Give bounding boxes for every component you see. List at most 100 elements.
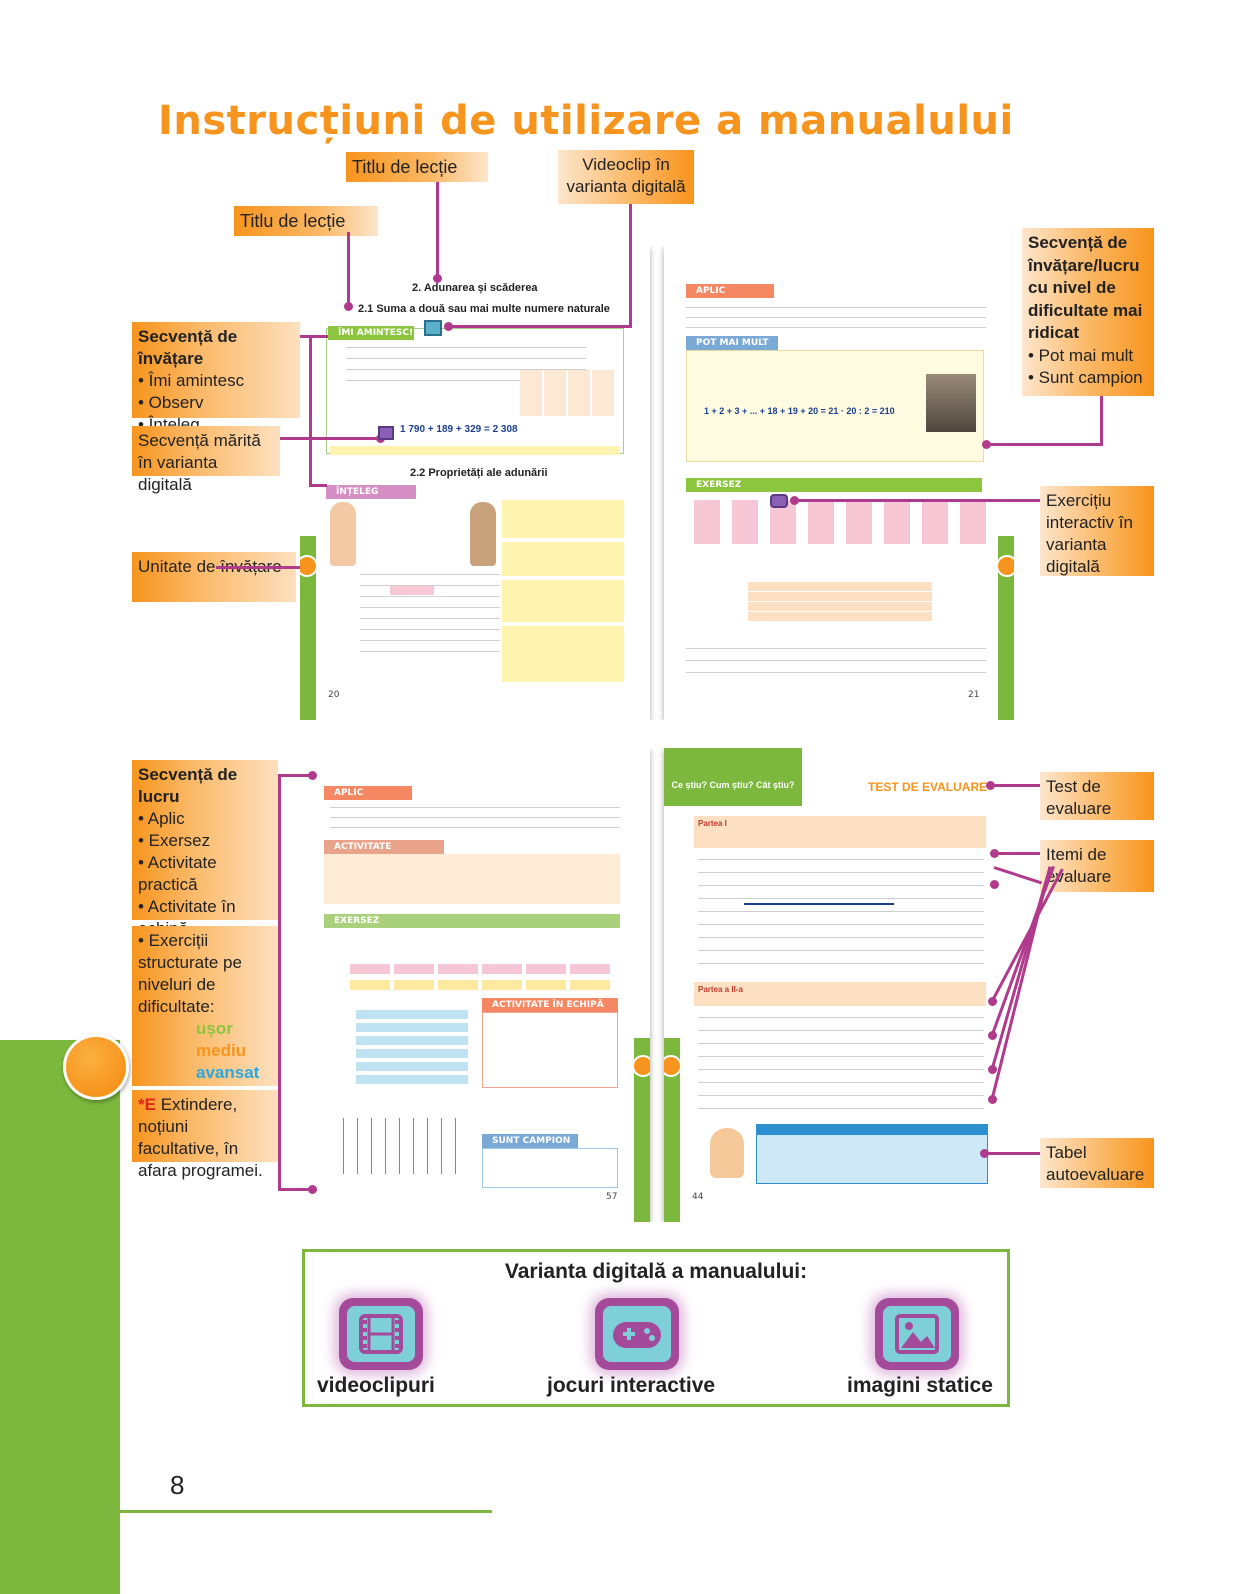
property-box-2 xyxy=(502,542,624,576)
spread2-right-page: Ce știu? Cum știu? Cât știu? TEST DE EVA… xyxy=(664,748,1014,1222)
page-number-20: 20 xyxy=(328,690,340,700)
page-number-57: 57 xyxy=(606,1192,618,1202)
video-icon-marker xyxy=(424,320,442,336)
number-line xyxy=(744,903,894,905)
connector-dot xyxy=(790,496,799,505)
addition-table xyxy=(520,370,614,416)
page-number: 8 xyxy=(170,1470,185,1500)
level-mediu: mediu xyxy=(196,1041,247,1060)
section-bar-inteleg: ÎNȚELEG xyxy=(326,485,416,499)
connector-secventa-v xyxy=(309,336,312,486)
page-number-44: 44 xyxy=(692,1192,704,1202)
connector-dot xyxy=(986,781,995,790)
echipa-box xyxy=(482,1012,618,1088)
callout-titlu-lectie-2: Titlu de lecție xyxy=(234,206,378,236)
property-box-3 xyxy=(502,580,624,622)
connector-secventa-h2 xyxy=(309,484,327,487)
connector-dot xyxy=(344,302,353,311)
spine-bar xyxy=(300,536,316,720)
gauss-portrait xyxy=(926,374,976,432)
section-bar-pot-mai-mult: POT MAI MULT xyxy=(686,336,778,350)
spine-bar xyxy=(998,536,1014,720)
connector-lucru-h2 xyxy=(278,1188,312,1191)
callout-extindere: *E Extindere, noțiuni facultative, în af… xyxy=(132,1090,278,1180)
connector-interactiv xyxy=(794,499,1040,502)
spine-bar xyxy=(664,1038,680,1222)
test-title: TEST DE EVALUARE xyxy=(868,780,988,794)
callout-secventa-lucru: Secvență de lucru • Aplic • Exersez • Ac… xyxy=(132,760,278,938)
connector-dot xyxy=(433,274,442,283)
property-box-4 xyxy=(502,626,624,682)
exersez-table xyxy=(748,582,932,622)
bullet-observ: • Observ xyxy=(138,393,204,412)
orange-circle-decoration xyxy=(63,1034,129,1100)
digital-variant-panel: Varianta digitală a manualului: videocli… xyxy=(302,1249,1010,1407)
connector-dot xyxy=(988,1065,997,1074)
section-bar-exersez: EXERSEZ xyxy=(324,914,620,928)
unit-tab-marker xyxy=(300,555,318,577)
connector-dot xyxy=(308,1185,317,1194)
unit-tab-marker xyxy=(632,1055,650,1077)
section-bar-aplic: APLIC xyxy=(324,786,412,800)
bullet-aplic: • Aplic xyxy=(138,809,185,828)
green-sidebar-bar xyxy=(0,1040,120,1594)
aplic-exercises xyxy=(686,302,986,330)
gamepad-icon[interactable] xyxy=(595,1298,679,1370)
self-assessment-table xyxy=(756,1124,988,1184)
bullet-pot-mai-mult: • Pot mai mult xyxy=(1028,345,1134,365)
section-bar-sunt-campion: SUNT CAMPION xyxy=(482,1134,578,1148)
connector-dot xyxy=(308,771,317,780)
sum-line: 1 790 + 189 + 329 = 2 308 xyxy=(400,424,518,435)
level-usor: ușor xyxy=(196,1019,233,1038)
connector-secventa-h1 xyxy=(300,335,328,338)
connector-nivel-v xyxy=(1100,396,1103,446)
exersez-list xyxy=(686,642,986,682)
connector-dot xyxy=(990,849,999,858)
level-avansat: avansat xyxy=(196,1063,260,1082)
book-spread-bottom: APLIC ACTIVITATE PRACTICĂ EXERSEZ ACTIVI… xyxy=(300,748,1014,1222)
connector-unitate xyxy=(216,566,300,569)
callout-tabel-autoevaluare: Tabel autoevaluare xyxy=(1040,1138,1154,1188)
connector-itemi-1 xyxy=(994,852,1040,855)
highlight-pink xyxy=(390,586,434,595)
callout-titlu-lectie-1: Titlu de lecție xyxy=(346,152,488,182)
callout-secventa-nivel: Secvență de învățare/lucru cu nivel de d… xyxy=(1022,228,1154,396)
evaluation-tab xyxy=(664,748,802,806)
bullet-imi-amintesc: • Îmi amintesc xyxy=(138,371,245,390)
lesson-heading: 2.1 Suma a două sau mai multe numere nat… xyxy=(358,303,610,315)
child-illustration xyxy=(710,1128,744,1178)
section-bar-aplic: APLIC xyxy=(686,284,774,298)
label-imagini-statice: imagini statice xyxy=(847,1374,993,1397)
callout-test-evaluare: Test de evaluare xyxy=(1040,772,1154,820)
spread2-left-page: APLIC ACTIVITATE PRACTICĂ EXERSEZ ACTIVI… xyxy=(300,748,650,1222)
decimal-row xyxy=(350,980,610,990)
page-number-21: 21 xyxy=(968,690,980,700)
bullet-sunt-campion: • Sunt campion xyxy=(1028,368,1143,387)
callout-secventa-marita: Secvență mărită în varianta digitală xyxy=(132,426,280,494)
digital-variant-title: Varianta digitală a manualului: xyxy=(504,1260,808,1283)
binary-row xyxy=(350,964,610,974)
unit-tab-marker xyxy=(664,1055,682,1077)
partea1-items xyxy=(698,852,984,972)
chapter-heading: 2. Adunarea și scăderea xyxy=(412,282,538,294)
connector-dot xyxy=(990,880,999,889)
connector-lucru-h1 xyxy=(278,774,312,777)
connector-dot xyxy=(988,1031,997,1040)
extindere-mark: *E xyxy=(138,1095,156,1114)
exercitii-structurate-text: • Exerciții structurate pe niveluri de d… xyxy=(138,931,242,1016)
callout-secventa-nivel-title: Secvență de învățare/lucru cu nivel de d… xyxy=(1028,233,1143,342)
label-videoclipuri: videoclipuri xyxy=(317,1374,435,1397)
film-icon[interactable] xyxy=(339,1298,423,1370)
partea1-label: Partea I xyxy=(698,819,727,828)
connector-test xyxy=(990,784,1040,787)
gauss-line: 1 + 2 + 3 + ... + 18 + 19 + 20 = 21 · 20… xyxy=(704,406,895,416)
image-icon[interactable] xyxy=(875,1298,959,1370)
connector-dot xyxy=(980,1149,989,1158)
connector-lucru-v xyxy=(278,774,281,1190)
callout-secventa-invatare: Secvență de învățare • Îmi amintesc • Ob… xyxy=(132,322,300,434)
callout-videoclip: Videoclip în varianta digitală xyxy=(558,150,694,204)
section-bar-activitate-practica: ACTIVITATE PRACTICĂ xyxy=(324,840,444,866)
section-bar-exersez: EXERSEZ xyxy=(686,478,982,492)
campion-box xyxy=(482,1148,618,1188)
book-spread-top: 2. Adunarea și scăderea 2.1 Suma a două … xyxy=(300,246,1014,720)
